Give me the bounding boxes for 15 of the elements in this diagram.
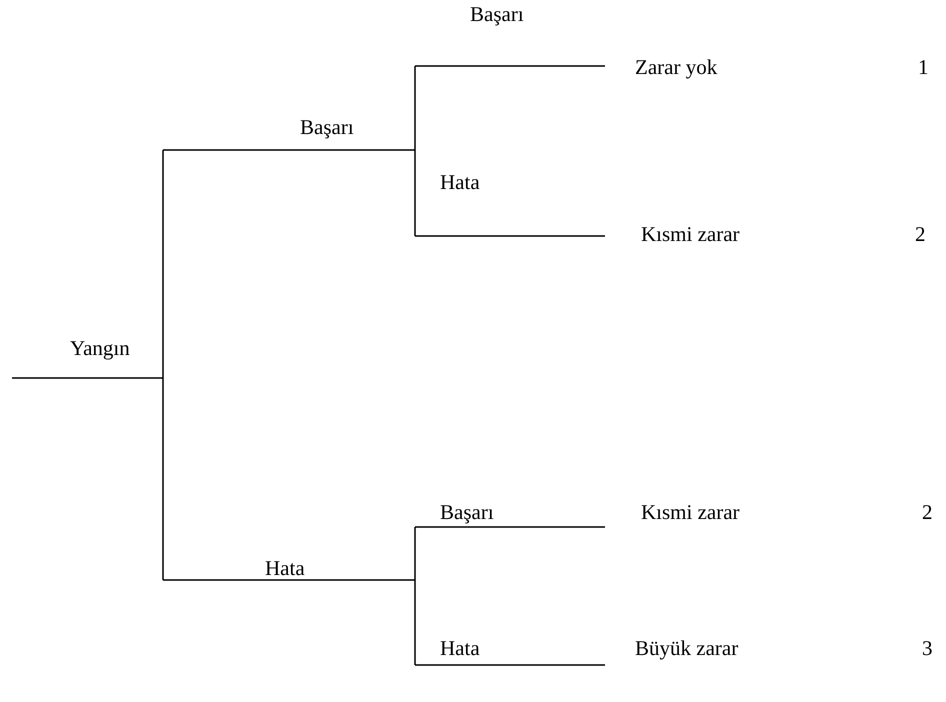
outcome-number: 2 (922, 500, 932, 524)
branch-label: Başarı (440, 500, 494, 524)
outcome-label: Kısmi zarar (641, 500, 740, 524)
outcome-label: Zarar yok (635, 55, 718, 79)
branch-label: Başarı (470, 2, 524, 26)
outcome-number: 2 (915, 222, 926, 246)
branch-label: Başarı (300, 115, 354, 139)
outcome-number: 3 (922, 636, 932, 660)
branch-label: Hata (265, 556, 305, 580)
outcome-label: Kısmi zarar (641, 222, 740, 246)
outcome-number: 1 (918, 55, 928, 79)
initiating-event-label: Yangın (70, 336, 130, 360)
branch-label: Hata (440, 170, 480, 194)
branch-label: Hata (440, 636, 480, 660)
outcome-label: Büyük zarar (635, 636, 738, 660)
